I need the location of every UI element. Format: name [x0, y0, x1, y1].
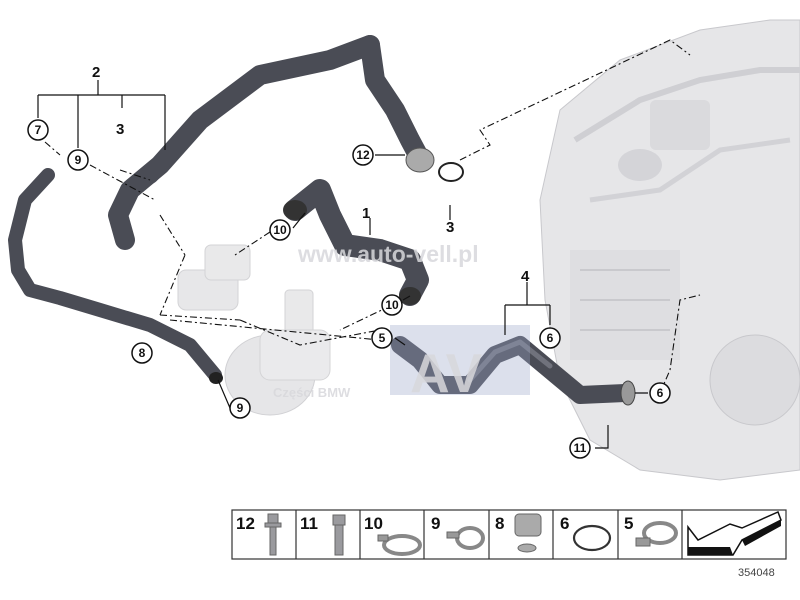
- callout-8: 8: [139, 346, 146, 360]
- hose-3-upper-pipe: [108, 35, 464, 250]
- legend-9: 9: [431, 514, 440, 533]
- bolt-with-washer-icon: [264, 513, 282, 556]
- callout-12: 12: [356, 148, 370, 162]
- callout-2: 2: [92, 64, 100, 81]
- callout-6: 6: [547, 331, 554, 345]
- hose-clamp-icon: [377, 534, 422, 556]
- hose-7: [8, 168, 223, 384]
- callout-3: 3: [116, 121, 124, 138]
- callout-6b: 6: [657, 386, 664, 400]
- legend-10: 10: [364, 514, 383, 533]
- hose-1: [283, 179, 429, 306]
- callout-3b: 3: [446, 219, 454, 236]
- watermark-logo: [390, 325, 530, 395]
- diagram-number: 354048: [738, 567, 775, 579]
- spring-clamp-icon: [446, 526, 485, 550]
- callout-10b: 10: [385, 298, 399, 312]
- leader-lines: [37, 39, 701, 449]
- legend-8: 8: [495, 514, 504, 533]
- circled-callouts: [27, 119, 671, 459]
- engine-block: [539, 19, 800, 481]
- legend-11: 11: [300, 514, 318, 533]
- legend-5: 5: [624, 514, 633, 533]
- legend-6: 6: [560, 514, 569, 533]
- o-ring-icon: [572, 524, 612, 552]
- watermark-brand: Części BMW: [273, 385, 351, 400]
- callout-4: 4: [521, 268, 530, 285]
- callout-10: 10: [273, 223, 287, 237]
- callout-5: 5: [379, 331, 386, 345]
- watermark-site: www.auto-vell.pl: [297, 241, 479, 267]
- hex-bolt-icon: [332, 514, 346, 556]
- worm-clamp-icon: [635, 521, 678, 547]
- parts-legend: 12 11 10 9 8 6 5: [231, 509, 787, 560]
- legend-12: 12: [236, 514, 255, 533]
- callout-7: 7: [35, 123, 42, 137]
- hose-clip-icon: [514, 513, 542, 553]
- callout-1: 1: [362, 205, 370, 222]
- callout-9b: 9: [237, 401, 244, 415]
- hose-4: [391, 336, 636, 406]
- callout-9: 9: [75, 153, 82, 167]
- callout-11: 11: [574, 441, 587, 455]
- watermark-logo-text: AV: [410, 342, 483, 404]
